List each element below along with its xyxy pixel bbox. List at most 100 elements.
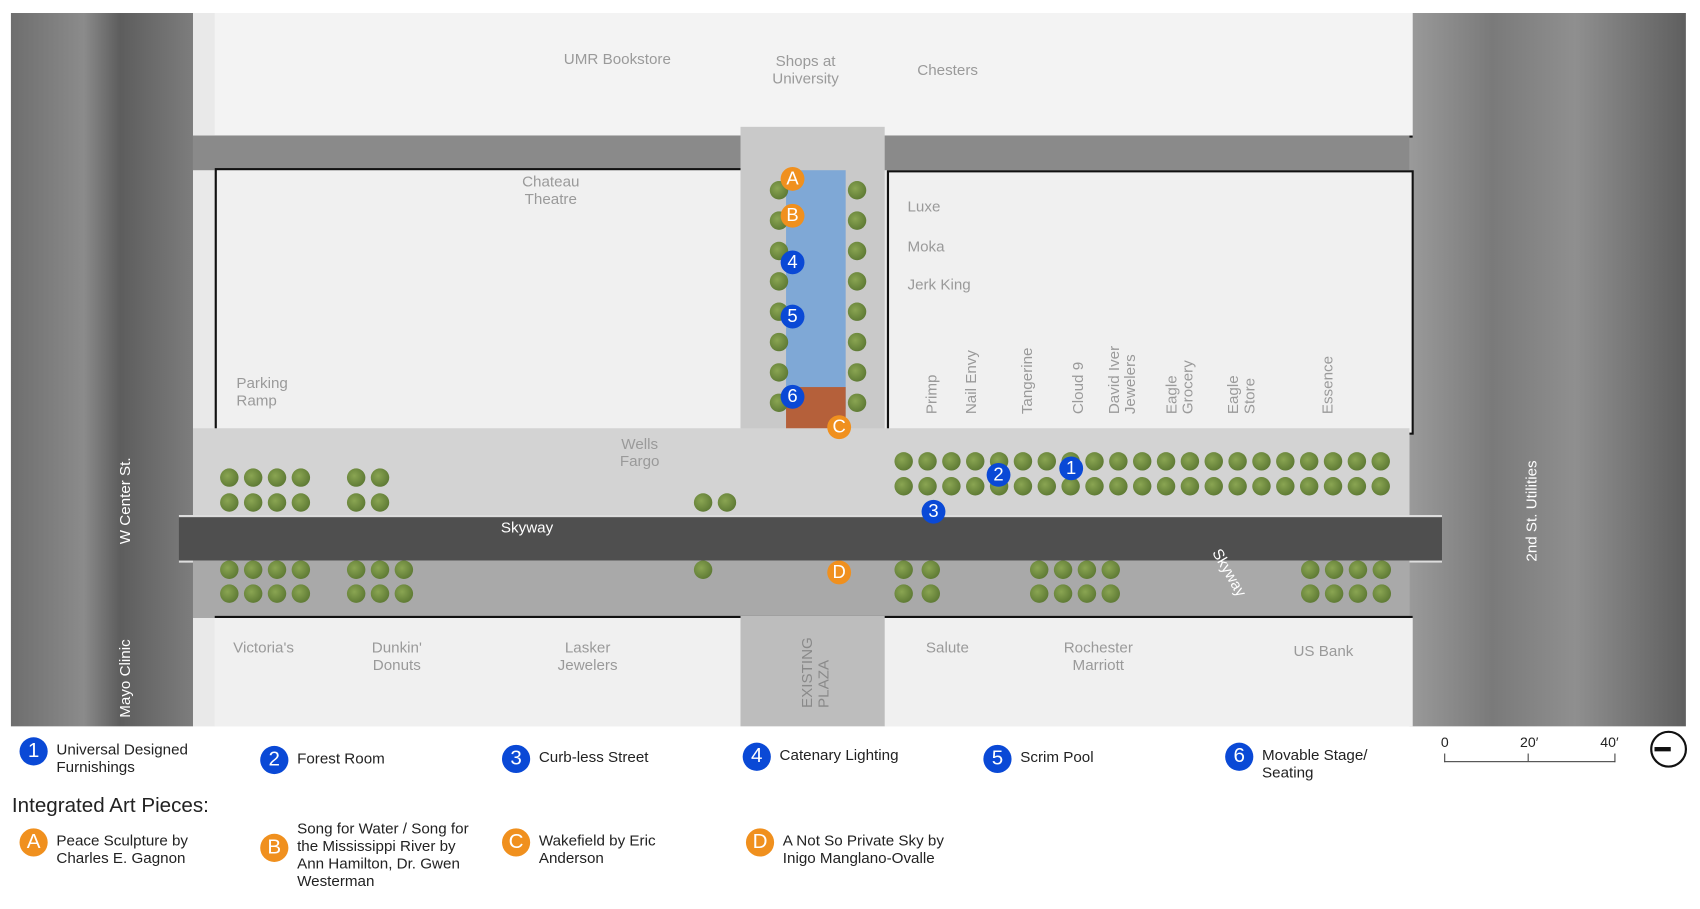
tree — [1347, 452, 1367, 471]
tree — [894, 560, 913, 579]
label-essence: Essence — [1318, 355, 1336, 415]
tree — [291, 493, 311, 512]
tree — [1372, 584, 1392, 603]
tree — [1252, 477, 1271, 496]
tree — [1077, 584, 1097, 603]
scale-tick-0: 0 — [1440, 734, 1449, 751]
tree — [346, 560, 366, 579]
tree — [847, 272, 867, 291]
tree — [1085, 477, 1104, 496]
legend-label-5: Scrim Pool — [1020, 748, 1094, 766]
tree — [1228, 477, 1247, 496]
label-parking: Parking Ramp — [236, 374, 288, 409]
marker-1[interactable]: 1 — [1059, 456, 1084, 481]
sidewalk-north — [192, 428, 1410, 515]
label-dunkin: Dunkin' Donuts — [371, 638, 422, 674]
label-eagle-grocery: Eagle Grocery — [1162, 360, 1196, 415]
tree — [243, 560, 263, 579]
marker-6[interactable]: 6 — [780, 384, 805, 409]
tree — [693, 560, 713, 579]
tree — [1156, 452, 1176, 471]
tree — [847, 363, 867, 382]
tree — [1101, 560, 1120, 579]
tree — [847, 181, 867, 200]
tree — [267, 493, 287, 512]
tree — [921, 560, 941, 579]
tree — [1301, 584, 1320, 603]
label-victorias: Victoria's — [233, 638, 294, 656]
legend-art-a: A Peace Sculpture by Charles E. Gagnon — [19, 828, 209, 867]
marker-3[interactable]: 3 — [921, 499, 946, 524]
tree — [1085, 452, 1104, 471]
tree — [1324, 584, 1344, 603]
label-skyway-street: Skyway — [500, 518, 554, 536]
legend-label-a: Peace Sculpture by Charles E. Gagnon — [56, 831, 189, 867]
marker-c[interactable]: C — [827, 415, 852, 440]
marker-a[interactable]: A — [780, 166, 805, 191]
marker-5[interactable]: 5 — [780, 304, 805, 329]
label-marriott: Rochester Marriott — [1063, 638, 1133, 674]
marker-4[interactable]: 4 — [780, 250, 805, 275]
tree — [346, 468, 366, 487]
label-primp: Primp — [922, 374, 941, 415]
tree — [769, 272, 789, 291]
label-chateau: Chateau Theatre — [522, 172, 580, 208]
tree — [394, 560, 414, 579]
tree — [1053, 560, 1073, 579]
tree — [717, 493, 737, 512]
legend-label-2: Forest Room — [297, 749, 385, 767]
marker-2[interactable]: 2 — [986, 462, 1011, 487]
legend-marker-c: C — [501, 828, 531, 857]
tree — [1301, 560, 1320, 579]
tree — [918, 477, 937, 496]
block-east — [886, 170, 1414, 435]
tree — [966, 477, 985, 496]
tree — [942, 452, 961, 471]
legend-marker-d: D — [745, 828, 775, 857]
label-us-bank: US Bank — [1293, 641, 1354, 660]
skyway-road — [178, 514, 1442, 563]
tree — [1276, 477, 1295, 496]
legend-label-c: Wakefield by Eric Anderson — [538, 831, 656, 867]
marker-b[interactable]: B — [780, 203, 805, 228]
tree — [1348, 560, 1368, 579]
tree — [267, 468, 287, 487]
tree — [1372, 560, 1392, 579]
tree — [1276, 452, 1295, 471]
legend-marker-a: A — [19, 828, 48, 857]
legend-item-5: 5 Scrim Pool — [983, 744, 1094, 774]
tree — [1324, 560, 1344, 579]
tree — [267, 560, 287, 579]
tree — [1132, 477, 1152, 496]
legend-marker-5: 5 — [983, 744, 1012, 774]
marker-d[interactable]: D — [827, 560, 852, 585]
tree — [1101, 584, 1120, 603]
tree — [1323, 452, 1343, 471]
aerial-east — [1409, 13, 1686, 727]
scale-bar: 0 20′ 40′ — [1440, 734, 1619, 767]
label-2nd-st: 2nd St. Utilities — [1522, 460, 1540, 562]
tree — [1252, 452, 1271, 471]
tree — [291, 584, 311, 603]
tree — [1371, 477, 1390, 496]
label-cloud9: Cloud 9 — [1069, 361, 1087, 415]
legend-marker-b: B — [260, 833, 289, 862]
tree — [1180, 477, 1200, 496]
tree — [1037, 477, 1057, 496]
tree — [1061, 477, 1080, 496]
tree — [1348, 584, 1368, 603]
tree — [1204, 477, 1223, 496]
tree — [220, 560, 239, 579]
label-eagle-store: Eagle Store — [1224, 375, 1258, 415]
legend-marker-6: 6 — [1225, 742, 1254, 771]
tree — [1109, 452, 1128, 471]
tree — [1013, 452, 1033, 471]
tree — [220, 493, 239, 512]
